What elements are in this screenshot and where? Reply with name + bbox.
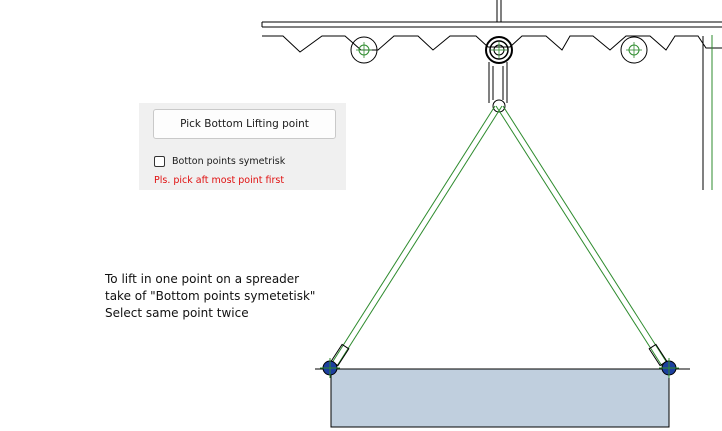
pick-bottom-lifting-point-button[interactable]: Pick Bottom Lifting point — [153, 109, 336, 139]
instruction-note: To lift in one point on a spreader take … — [105, 271, 315, 322]
hook-shank — [488, 62, 508, 113]
trolley-wheel-right — [620, 36, 648, 64]
lifting-point-marker-left[interactable] — [320, 358, 340, 378]
sling-lines — [329, 105, 670, 367]
trolley-wheel-left — [350, 36, 378, 64]
instruction-line: Select same point twice — [105, 306, 249, 320]
load-box — [330, 368, 670, 428]
lifting-point-dialog: Pick Bottom Lifting point Botton points … — [139, 103, 346, 190]
symmetric-checkbox-row[interactable]: Botton points symetrisk — [154, 154, 285, 168]
trolley-profile — [262, 35, 722, 53]
crane-beam — [261, 0, 722, 28]
pick-order-warning: Pls. pick aft most point first — [154, 175, 285, 186]
instruction-line: To lift in one point on a spreader — [105, 272, 300, 286]
symmetric-checkbox[interactable] — [154, 155, 165, 167]
lifting-point-marker-right[interactable] — [659, 358, 679, 378]
hook-block — [485, 36, 513, 64]
symmetric-checkbox-label: Botton points symetrisk — [172, 155, 286, 167]
instruction-line: take of "Bottom points symetetisk" — [105, 289, 316, 303]
